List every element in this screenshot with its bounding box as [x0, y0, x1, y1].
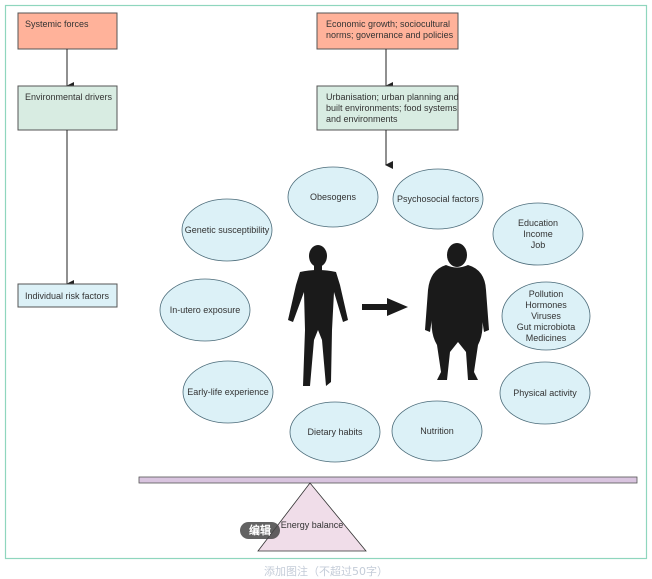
factor-ellipse [501, 281, 591, 351]
environmental-drivers-box [17, 85, 118, 131]
balance-fulcrum [257, 482, 367, 552]
economic-growth-label: Economic growth; sociocultural norms; go… [326, 19, 454, 40]
factor-early-life: Early-life experience [182, 360, 274, 424]
factor-ellipse [499, 361, 591, 425]
figure-frame [4, 4, 648, 560]
individual-risk-factors-box [17, 283, 118, 308]
factor-dietary: Dietary habits [289, 401, 381, 463]
edit-button[interactable]: 编辑 [240, 522, 280, 539]
balance-beam [138, 476, 638, 484]
caption-input[interactable]: 添加图注（不超过50字） [264, 565, 388, 578]
factor-in-utero: In-utero exposure [159, 278, 251, 342]
factor-genetic: Genetic susceptibility [181, 198, 273, 262]
factor-label: Psychosocial factors [397, 194, 480, 204]
factor-obesogens: Obesogens [287, 166, 379, 228]
environmental-drivers-label: Environmental drivers [25, 92, 113, 102]
right-arrow-icon [362, 298, 408, 316]
factor-label: Early-life experience [187, 387, 269, 397]
energy-balance-label: Energy balance [281, 520, 344, 530]
factor-label: Obesogens [310, 192, 357, 202]
factor-label: Nutrition [420, 426, 454, 436]
economic-growth-box [316, 12, 459, 50]
obese-person-silhouette [425, 243, 489, 380]
factor-ellipse [287, 166, 379, 228]
individual-risk-factors-label: Individual risk factors [25, 291, 110, 301]
factor-ellipse [159, 278, 251, 342]
systemic-forces-label: Systemic forces [25, 19, 89, 29]
factor-psychosocial: Psychosocial factors [392, 168, 484, 230]
factor-ellipse [181, 198, 273, 262]
factor-ellipse [182, 360, 274, 424]
factor-ellipse [391, 400, 483, 462]
urbanisation-label: Urbanisation; urban planning and built e… [326, 92, 461, 124]
urbanisation-box [316, 85, 459, 131]
factor-label: Genetic susceptibility [185, 225, 270, 235]
lean-person-silhouette [288, 245, 348, 386]
factor-ellipse [492, 202, 584, 266]
factor-label: Physical activity [513, 388, 577, 398]
factor-ellipse [289, 401, 381, 463]
factor-nutrition: Nutrition [391, 400, 483, 462]
factor-label: Dietary habits [307, 427, 363, 437]
factor-ellipse [392, 168, 484, 230]
factor-label: In-utero exposure [170, 305, 241, 315]
factor-physical: Physical activity [499, 361, 591, 425]
